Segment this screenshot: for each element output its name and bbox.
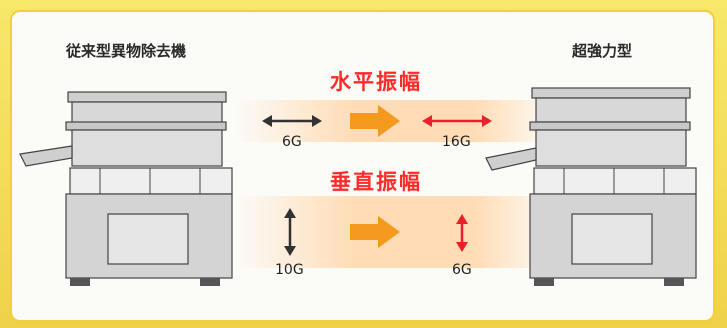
conventional-machine-label: 従来型異物除去機 [66,42,187,60]
horizontal-after-value: 16G [442,134,471,150]
vertical-after-value: 6G [452,262,472,278]
vertical-amplitude-heading: 垂直振幅 [330,170,422,194]
high-power-machine-illustration [485,87,697,286]
horizontal-after-arrow [422,115,492,127]
vertical-before-arrow [284,208,296,256]
horizontal-transition-arrow [350,105,400,137]
horizontal-before-value: 6G [282,134,302,150]
high-power-machine-label: 超強力型 [572,42,633,60]
horizontal-before-arrow [262,115,322,127]
vertical-transition-arrow [350,216,400,248]
horizontal-amplitude-heading: 水平振幅 [330,70,422,94]
conventional-machine-illustration [19,91,233,286]
vertical-before-value: 10G [275,262,304,278]
vertical-after-arrow [456,214,468,252]
